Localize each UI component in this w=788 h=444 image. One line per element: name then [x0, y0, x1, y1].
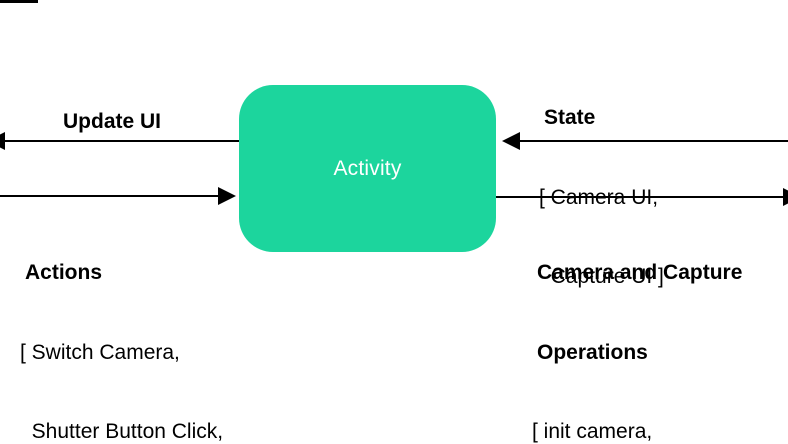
camera-ops-label-block: Camera and Capture Operations [ init cam…: [532, 207, 742, 444]
state-line: Capture UI ]: [539, 265, 664, 288]
camera-ops-arrowhead-icon: [783, 188, 788, 206]
actions-title: Actions: [25, 261, 103, 284]
camera-ops-title: Camera and Capture: [537, 261, 743, 284]
actions-label-block: Actions [ Switch Camera, Shutter Button …: [20, 207, 274, 444]
update-ui-arrowhead-icon: [0, 132, 5, 150]
activity-node: Activity: [239, 85, 496, 252]
camera-ops-arrow-line: [496, 196, 788, 198]
update-ui-arrow-line: [0, 140, 239, 142]
actions-arrowhead-icon: [218, 187, 236, 205]
activity-node-label: Activity: [333, 156, 402, 180]
update-ui-label: Update UI: [63, 110, 162, 133]
crop-artifact-bar: [0, 0, 38, 3]
actions-line: [ Switch Camera,: [20, 340, 180, 364]
state-arrow-line: [516, 140, 788, 142]
camera-ops-title: Operations: [537, 340, 648, 364]
state-title: State: [544, 106, 596, 129]
actions-arrow-line: [0, 195, 224, 197]
actions-line: Shutter Button Click,: [20, 420, 224, 443]
camera-ops-line: [ init camera,: [532, 420, 653, 443]
state-arrowhead-icon: [502, 132, 520, 150]
